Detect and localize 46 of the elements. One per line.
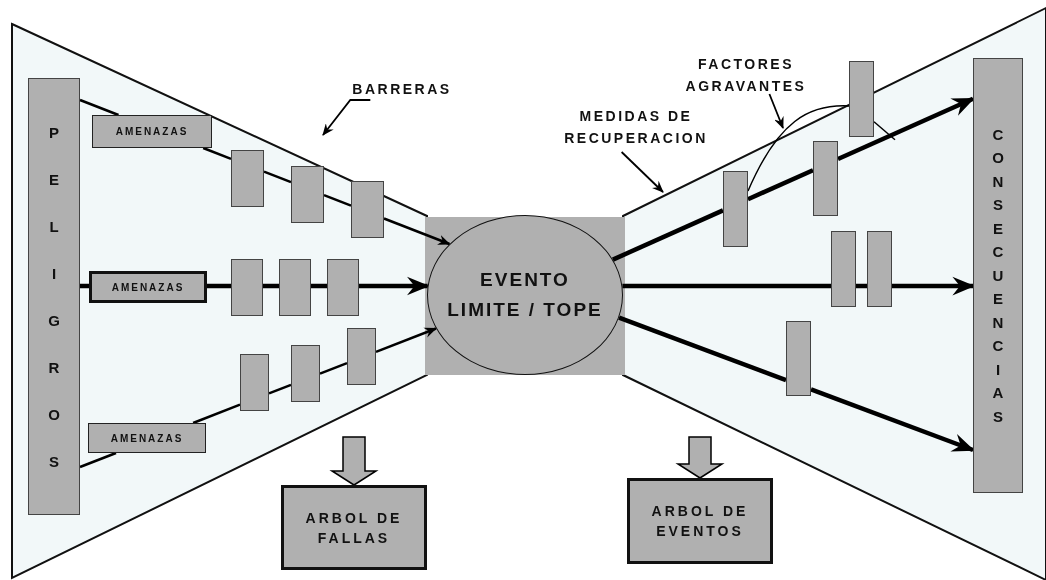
arrow bbox=[359, 276, 430, 296]
barrier-block bbox=[240, 354, 269, 411]
barrier-block bbox=[849, 61, 874, 137]
barrier-block bbox=[813, 141, 838, 216]
barrier-block bbox=[347, 328, 376, 385]
barrier-block bbox=[231, 150, 264, 207]
node-label: AMENAZAS bbox=[111, 281, 185, 293]
node-label: ARBOL DE FALLAS bbox=[304, 508, 404, 548]
leader-line bbox=[322, 99, 372, 136]
arrow bbox=[837, 96, 975, 162]
tree-box bbox=[281, 485, 427, 570]
block-arrow bbox=[675, 436, 725, 479]
callout-label: BARRERAS bbox=[352, 80, 452, 99]
barrier-block bbox=[786, 321, 811, 396]
arrow bbox=[375, 327, 437, 353]
barrier-block bbox=[291, 345, 320, 402]
curve-line bbox=[873, 121, 896, 141]
barrier-block bbox=[351, 181, 384, 238]
node-label: ARBOL DE EVENTOS bbox=[650, 502, 750, 541]
arrow bbox=[383, 217, 451, 246]
hazard-bar bbox=[28, 78, 80, 515]
node-label: CONSECUENCIAS bbox=[991, 124, 1016, 427]
callout-label: FACTORES AGRAVANTES bbox=[684, 55, 808, 96]
threat-box bbox=[92, 115, 212, 148]
node-label: AMENAZAS bbox=[110, 432, 184, 444]
arrow bbox=[892, 276, 975, 296]
consequence-bar bbox=[973, 58, 1023, 493]
barrier-block bbox=[867, 231, 892, 307]
barrier-block bbox=[279, 259, 311, 316]
barrier-block bbox=[723, 171, 748, 247]
curve-line bbox=[747, 105, 850, 192]
leader-line bbox=[620, 151, 664, 193]
barrier-block bbox=[291, 166, 324, 223]
node-label: AMENAZAS bbox=[115, 126, 189, 137]
barrier-block bbox=[231, 259, 263, 316]
callout-label: MEDIDAS DE RECUPERACION bbox=[563, 107, 709, 148]
tree-box bbox=[627, 478, 773, 564]
barrier-block bbox=[831, 231, 856, 307]
threat-box bbox=[89, 271, 207, 303]
arrow bbox=[810, 387, 975, 453]
block-arrow bbox=[329, 436, 379, 486]
threat-box bbox=[88, 423, 206, 453]
leader-line bbox=[768, 93, 784, 129]
barrier-block bbox=[327, 259, 359, 316]
node-label: EVENTO LIMITE / TOPE bbox=[446, 268, 604, 322]
node-label: PELIGROS bbox=[47, 122, 72, 472]
